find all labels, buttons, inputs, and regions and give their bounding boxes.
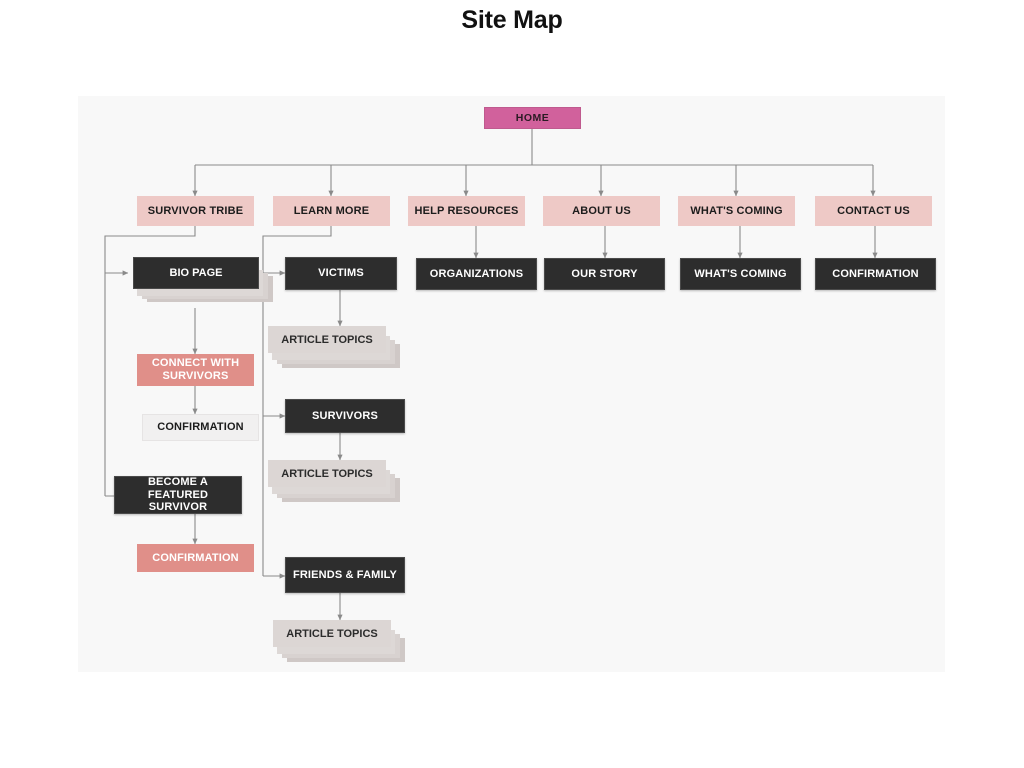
- node-friends-family[interactable]: FRIENDS & FAMILY: [285, 557, 405, 593]
- node-survivors[interactable]: SURVIVORS: [285, 399, 405, 433]
- node-whats-coming-page[interactable]: WHAT'S COMING: [680, 258, 801, 290]
- node-help-resources-label: HELP RESOURCES: [414, 204, 519, 217]
- node-about-us-label: ABOUT US: [572, 204, 631, 217]
- node-contact-confirmation-label: CONFIRMATION: [832, 267, 919, 280]
- node-help-resources[interactable]: HELP RESOURCES: [408, 196, 525, 226]
- node-confirmation-featured[interactable]: CONFIRMATION: [137, 544, 254, 572]
- node-contact-us-label: CONTACT US: [837, 204, 910, 217]
- node-survivors-article-topics-label: ARTICLE TOPICS: [281, 467, 373, 480]
- node-bio-page-stack[interactable]: BIO PAGE: [133, 257, 273, 308]
- node-victims[interactable]: VICTIMS: [285, 257, 397, 290]
- node-victims-article-topics-label: ARTICLE TOPICS: [281, 333, 373, 346]
- node-learn-more[interactable]: LEARN MORE: [273, 196, 390, 226]
- node-our-story-label: OUR STORY: [571, 267, 638, 280]
- node-connect-with-survivors-label: CONNECT WITH SURVIVORS: [151, 357, 240, 382]
- sitemap-canvas: HOME SURVIVOR TRIBE LEARN MORE HELP RESO…: [78, 96, 945, 672]
- node-become-featured-survivor[interactable]: BECOME A FEATURED SURVIVOR: [114, 476, 242, 514]
- node-survivor-tribe[interactable]: SURVIVOR TRIBE: [137, 196, 254, 226]
- node-victims-article-topics[interactable]: ARTICLE TOPICS: [268, 326, 386, 353]
- node-learn-more-label: LEARN MORE: [293, 204, 370, 217]
- node-organizations-label: ORGANIZATIONS: [429, 267, 524, 280]
- node-about-us[interactable]: ABOUT US: [543, 196, 660, 226]
- node-survivors-label: SURVIVORS: [312, 409, 378, 422]
- page-title: Site Map: [461, 6, 563, 34]
- node-confirmation-featured-label: CONFIRMATION: [152, 551, 239, 564]
- node-contact-us[interactable]: CONTACT US: [815, 196, 932, 226]
- node-bio-page-label: BIO PAGE: [169, 267, 223, 279]
- node-whats-coming-page-label: WHAT'S COMING: [694, 267, 787, 280]
- node-survivor-tribe-label: SURVIVOR TRIBE: [147, 204, 244, 217]
- node-victims-article-topics-stack[interactable]: ARTICLE TOPICS: [268, 326, 403, 371]
- node-survivors-article-topics[interactable]: ARTICLE TOPICS: [268, 460, 386, 487]
- node-friends-family-label: FRIENDS & FAMILY: [292, 568, 398, 581]
- node-become-featured-survivor-label: BECOME A FEATURED SURVIVOR: [147, 475, 209, 514]
- node-survivors-article-topics-stack[interactable]: ARTICLE TOPICS: [268, 460, 403, 505]
- node-connect-with-survivors[interactable]: CONNECT WITH SURVIVORS: [137, 354, 254, 386]
- node-friends-family-article-topics[interactable]: ARTICLE TOPICS: [273, 620, 391, 647]
- node-friends-family-article-topics-label: ARTICLE TOPICS: [286, 627, 378, 640]
- node-our-story[interactable]: OUR STORY: [544, 258, 665, 290]
- node-victims-label: VICTIMS: [318, 267, 364, 280]
- node-organizations[interactable]: ORGANIZATIONS: [416, 258, 537, 290]
- node-confirmation-connect-label: CONFIRMATION: [157, 421, 244, 434]
- node-whats-coming[interactable]: WHAT'S COMING: [678, 196, 795, 226]
- node-confirmation-connect[interactable]: CONFIRMATION: [142, 414, 259, 441]
- node-home-label: HOME: [515, 111, 550, 124]
- node-bio-page[interactable]: BIO PAGE: [133, 257, 259, 289]
- node-home[interactable]: HOME: [484, 107, 581, 129]
- node-contact-confirmation[interactable]: CONFIRMATION: [815, 258, 936, 290]
- node-whats-coming-label: WHAT'S COMING: [690, 204, 783, 217]
- node-friends-family-article-topics-stack[interactable]: ARTICLE TOPICS: [273, 620, 408, 665]
